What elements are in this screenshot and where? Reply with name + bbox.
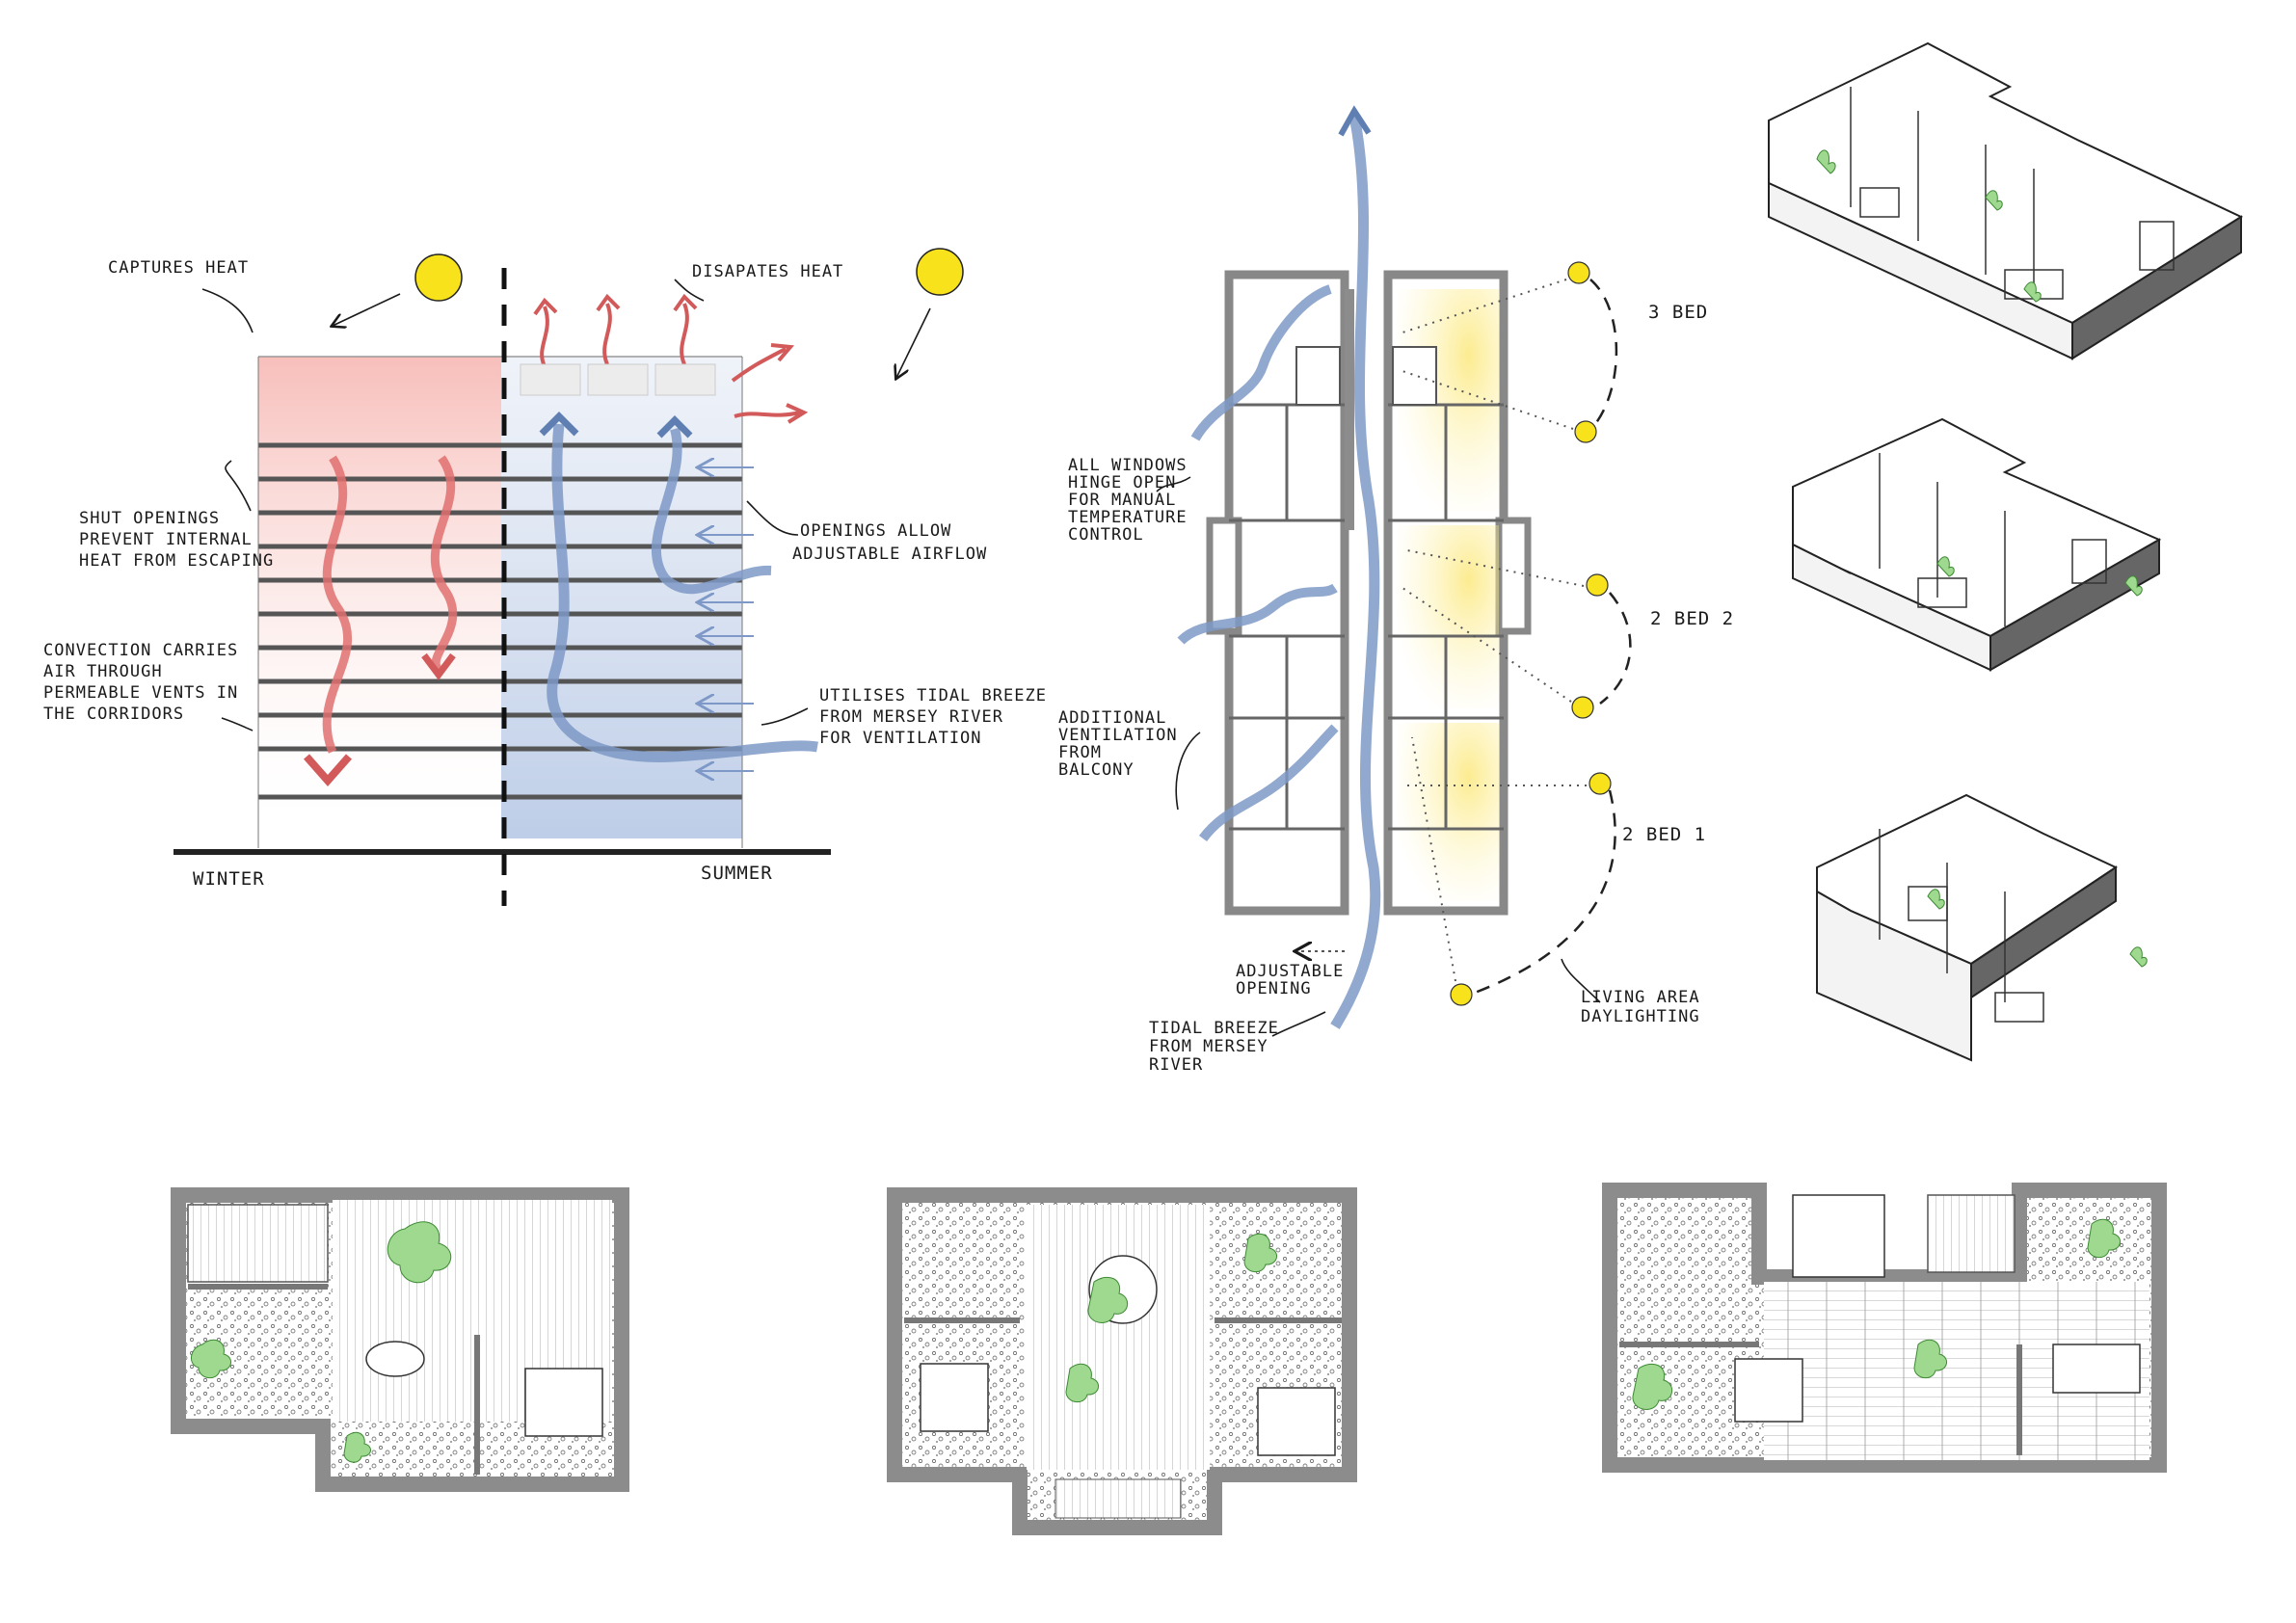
balcony-breeze-ribbon (1177, 583, 1338, 645)
label-convection-3: PERMEABLE VENTS IN (43, 683, 238, 703)
stair-cores (1295, 346, 1437, 406)
winter-warm-zone (258, 357, 501, 838)
cool-arrow-head (656, 415, 693, 439)
label-tidal-breeze-1: UTILISES TIDAL BREEZE (819, 686, 1047, 705)
label-2-bed-2: 2 BED 2 (1650, 608, 1734, 629)
leader-line (761, 707, 809, 726)
label-living-area-2: DAYLIGHTING (1581, 1007, 1700, 1026)
label-all-windows-4: TEMPERATURE (1068, 508, 1188, 527)
warm-airflow-ribbon (322, 455, 353, 754)
label-openings-allow-1: OPENINGS ALLOW (800, 521, 951, 541)
cool-airflow-ribbon (547, 423, 818, 763)
leader-line (1156, 476, 1191, 492)
leader-line (746, 500, 799, 536)
corridor-wall (1345, 289, 1354, 530)
leader-line (225, 460, 252, 512)
label-adjustable-2: OPENING (1236, 979, 1312, 998)
furnished-plan-2bed-2 (887, 1187, 1357, 1535)
leader-line (674, 279, 705, 302)
label-living-area-1: LIVING AREA (1581, 988, 1700, 1007)
label-additional-3: FROM (1058, 743, 1102, 762)
sun-icon (916, 248, 964, 296)
label-adjustable-1: ADJUSTABLE (1236, 962, 1344, 981)
label-tidal-breeze-2: FROM MERSEY RIVER (819, 707, 1003, 727)
warm-arrow-head (421, 652, 456, 680)
unit-brackets (1474, 279, 1632, 995)
corridor-breeze-ribbon (1330, 114, 1381, 1029)
leader-line (1175, 732, 1201, 811)
right-bay (1495, 517, 1532, 635)
cool-airflow-ribbon (651, 427, 772, 595)
inflow-arrows (699, 467, 754, 771)
daylight-2bed1 (1398, 723, 1499, 901)
left-bay (1206, 517, 1242, 635)
label-summer: SUMMER (701, 863, 773, 884)
label-all-windows-5: CONTROL (1068, 525, 1144, 545)
furnished-plan-3bed (171, 1187, 629, 1492)
sun-ray-arrow (896, 307, 931, 378)
building-section: CAPTURES HEAT DISAPATES HEAT SHUT OPENIN… (43, 248, 1047, 906)
daylight-suns (1450, 261, 1612, 1006)
balcony-breeze-ribbon (1190, 284, 1332, 441)
leader-line (1561, 958, 1601, 1003)
label-openings-allow-2: ADJUSTABLE AIRFLOW (792, 545, 987, 564)
balcony-breeze-ribbon (1198, 724, 1339, 842)
label-disapates-heat: DISAPATES HEAT (692, 262, 843, 281)
daylight-rays (1402, 279, 1587, 982)
label-all-windows-3: FOR MANUAL (1068, 491, 1176, 510)
label-tidal-1: TIDAL BREEZE (1149, 1019, 1279, 1038)
breeze-arrow-head (1338, 105, 1372, 137)
label-3-bed: 3 BED (1648, 302, 1708, 323)
label-convection-2: AIR THROUGH (43, 662, 163, 681)
axonometric-2bed-1 (1816, 793, 2148, 1062)
label-all-windows-1: ALL WINDOWS (1068, 456, 1188, 475)
leader-line (1271, 1011, 1326, 1037)
warm-arrow-head (303, 754, 353, 787)
label-2-bed-1: 2 BED 1 (1622, 824, 1706, 845)
label-shut-openings-1: SHUT OPENINGS (79, 509, 220, 528)
label-convection-4: THE CORRIDORS (43, 705, 184, 724)
label-additional-4: BALCONY (1058, 760, 1135, 780)
label-tidal-breeze-3: FOR VENTILATION (819, 729, 982, 748)
sun-icon (414, 253, 463, 302)
furnished-plan-2bed-1 (1602, 1183, 2167, 1473)
label-captures-heat: CAPTURES HEAT (108, 258, 249, 278)
warm-airflow-ribbon (430, 455, 458, 674)
heat-escape-arrows (533, 293, 809, 424)
cool-arrow-head (539, 412, 579, 437)
summer-cool-zone (501, 357, 742, 838)
label-shut-openings-2: PREVENT INTERNAL (79, 530, 253, 549)
label-additional-2: VENTILATION (1058, 726, 1178, 745)
axonometric-3bed (1768, 41, 2244, 360)
label-shut-openings-3: HEAT FROM ESCAPING (79, 551, 274, 571)
interior-partitions (1229, 403, 1504, 831)
label-convection-1: CONVECTION CARRIES (43, 641, 238, 660)
roof-units (520, 363, 716, 396)
sun-ray-arrow (333, 293, 401, 326)
leader-line (201, 288, 254, 333)
label-additional-1: ADDITIONAL (1058, 708, 1166, 728)
label-tidal-2: FROM MERSEY (1149, 1037, 1268, 1056)
axonometric-2bed-2 (1792, 417, 2162, 672)
label-winter: WINTER (193, 868, 265, 890)
label-tidal-3: RIVER (1149, 1055, 1203, 1075)
label-all-windows-2: HINGE OPEN (1068, 473, 1176, 492)
leader-line (221, 717, 254, 732)
daylight-2bed2 (1398, 525, 1499, 708)
typical-floor-plan: ALL WINDOWS HINGE OPEN FOR MANUAL TEMPER… (1058, 105, 1734, 1075)
